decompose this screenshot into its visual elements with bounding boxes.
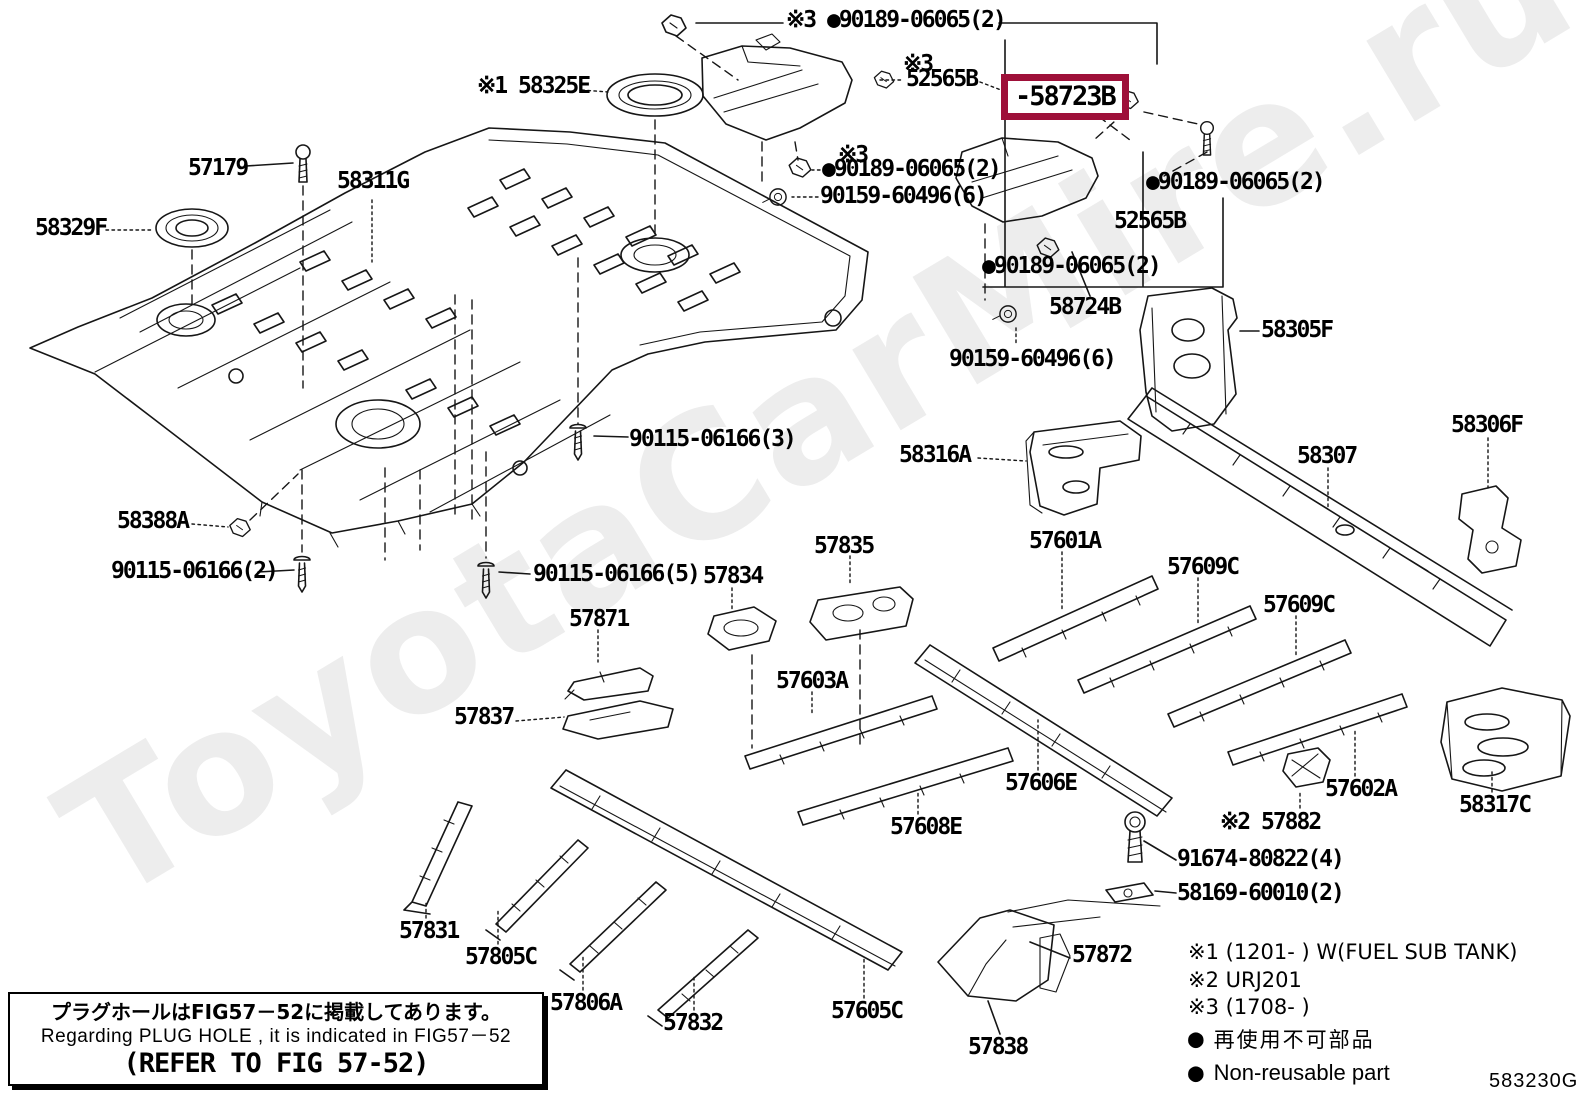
part-label: ※3 <box>838 142 869 168</box>
part-label: 57837 <box>454 704 515 730</box>
nonreusable-legend: ● 再使用不可部品 ● Non-reusable part <box>1188 1024 1390 1092</box>
part-label: ※3 ●90189-06065(2) <box>786 7 1007 33</box>
part-label: 57609C <box>1263 592 1336 618</box>
part-label: 58306F <box>1451 412 1524 438</box>
part-label: 58169-60010(2) <box>1177 880 1345 906</box>
black-dot-icon: ● <box>1188 1058 1204 1088</box>
part-58317C-drawing <box>1440 687 1571 792</box>
deck-bracket-top-drawing <box>701 33 853 141</box>
part-label: 57835 <box>814 533 875 559</box>
nonreusable-row-en: ● Non-reusable part <box>1188 1060 1390 1086</box>
part-label: 52565B <box>906 66 979 92</box>
part-label: 57608E <box>890 814 963 840</box>
part-label: 57838 <box>968 1034 1029 1060</box>
part-label: 57832 <box>663 1010 724 1036</box>
part-label: 58329F <box>35 215 108 241</box>
part-label: 57805C <box>465 944 538 970</box>
part-label: 57872 <box>1072 942 1133 968</box>
part-label: 91674-80822(4) <box>1177 846 1345 872</box>
nonreusable-text-ja: 再使用不可部品 <box>1213 1028 1375 1052</box>
part-label: 57603A <box>776 668 849 694</box>
part-label: 58724B <box>1049 294 1122 320</box>
highlighted-part-box: -58723B <box>1001 74 1129 120</box>
part-58307-drawing <box>1127 387 1513 647</box>
footnote-legend: ※1 (1201- ) W(FUEL SUB TANK) ※2 URJ201 ※… <box>1188 940 1517 1023</box>
part-label: 58305F <box>1261 317 1334 343</box>
part-58305F-drawing <box>1139 287 1238 432</box>
part-label: 90115-06166(3) <box>629 426 797 452</box>
part-label: 90115-06166(2) <box>111 558 279 584</box>
part-label: 57602A <box>1325 776 1398 802</box>
part-58316A-drawing <box>1025 420 1142 516</box>
note-line-english: Regarding PLUG HOLE , it is indicated in… <box>40 1026 512 1047</box>
part-label: 57179 <box>188 155 249 181</box>
part-label: ※1 58325E <box>477 73 591 99</box>
part-label: ●90189-06065(2) <box>822 156 1002 182</box>
part-label: 52565B <box>1114 208 1187 234</box>
footnote-1: ※1 (1201- ) W(FUEL SUB TANK) <box>1188 940 1518 964</box>
part-label: 90115-06166(5) <box>533 561 701 587</box>
part-label: 57806A <box>550 990 623 1016</box>
footnote-2: ※2 URJ201 <box>1188 967 1302 992</box>
diagram-code: 583230G <box>1489 1070 1579 1092</box>
part-58306F-drawing <box>1458 485 1522 574</box>
part-label: ●90189-06065(2) <box>982 253 1162 279</box>
part-label: 58317C <box>1459 792 1532 818</box>
note-line-reference: (REFER TO FIG 57-52) <box>123 1047 429 1079</box>
grommet-58325E-drawing <box>606 73 704 117</box>
grommet-58329F-drawing <box>155 208 229 248</box>
part-label: 57871 <box>569 606 630 632</box>
part-label: 90159-60496(6) <box>820 183 988 209</box>
part-label: ※2 57882 <box>1220 809 1322 835</box>
part-label: 57609C <box>1167 554 1240 580</box>
footnote-3: ※3 (1708- ) <box>1188 995 1310 1020</box>
part-label: ※3 <box>903 51 934 77</box>
small-parts-drawing <box>562 586 1331 903</box>
part-label: 57606E <box>1005 770 1078 796</box>
part-label: ●90189-06065(2) <box>1146 169 1326 195</box>
part-label: 58307 <box>1297 443 1358 469</box>
part-label: 57834 <box>703 563 764 589</box>
nonreusable-text-en: Non-reusable part <box>1213 1060 1390 1085</box>
note-line-japanese: プラグホールはFIG57－52に掲載してあります。 <box>51 1000 501 1024</box>
part-label: 57601A <box>1029 528 1102 554</box>
crossmember-rails-drawing <box>550 575 1408 971</box>
part-label: 58316A <box>899 442 972 468</box>
side-channel-brackets-drawing <box>403 801 759 1027</box>
black-dot-icon: ● <box>1188 1024 1204 1054</box>
leader-lines <box>105 22 1493 1035</box>
highlighted-part-label: -58723B <box>1015 81 1117 112</box>
floor-pan-drawing <box>29 119 869 561</box>
plug-hole-note-box: プラグホールはFIG57－52に掲載してあります。 Regarding PLUG… <box>8 992 544 1087</box>
nonreusable-row-ja: ● 再使用不可部品 <box>1188 1024 1390 1054</box>
part-label: 57605C <box>831 998 904 1024</box>
part-label: 57831 <box>399 918 460 944</box>
part-label: 58388A <box>117 508 190 534</box>
part-label: 58311G <box>337 168 410 194</box>
part-label: 90159-60496(6) <box>949 346 1117 372</box>
part-57872-57838-drawing <box>937 899 1161 1002</box>
